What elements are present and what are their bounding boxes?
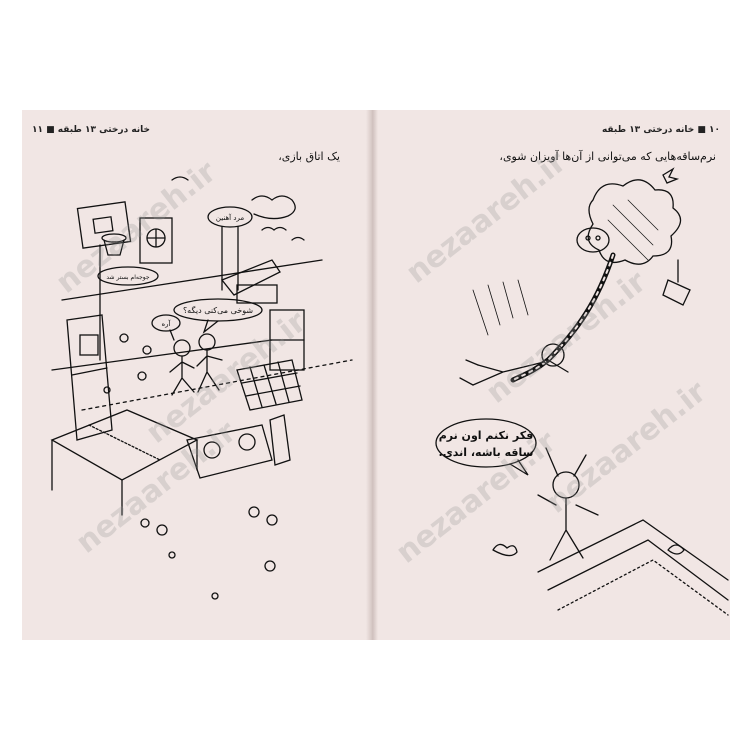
- left-caption: یک اتاق بازی،: [278, 150, 340, 163]
- left-running-head: خانه درختی ۱۳ طبقه ■ ۱۱: [32, 125, 151, 135]
- game-banner-label: جوجه‌ام بستر شد: [106, 274, 150, 281]
- book-gutter: [366, 110, 378, 640]
- left-page: مرد آهنین جوجه‌ام بستر شد شوخی می‌کنی دی…: [22, 110, 366, 640]
- right-page: فکر نکنم اون نرم ساقه باشه، اندی. ۱۰ ■ خ…: [378, 110, 730, 640]
- sign-label: مرد آهنین: [216, 213, 244, 222]
- bubble-line-2: ساقه باشه، اندی.: [439, 446, 534, 459]
- bubble-line-1: فکر نکنم اون نرم: [439, 429, 534, 442]
- hanging-stem-illustration: فکر نکنم اون نرم ساقه باشه، اندی.: [435, 167, 729, 616]
- playroom-illustration: مرد آهنین جوجه‌ام بستر شد شوخی می‌کنی دی…: [50, 176, 353, 600]
- bubble-answer: آره: [162, 319, 172, 328]
- book-spread: مرد آهنین جوجه‌ام بستر شد شوخی می‌کنی دی…: [22, 110, 730, 640]
- right-running-head: ۱۰ ■ خانه درختی ۱۳ طبقه: [601, 125, 720, 135]
- bubble-question: شوخی می‌کنی دیگه؟: [183, 305, 253, 315]
- right-caption: نرم‌ساقه‌هایی که می‌توانی از آن‌ها آویزا…: [499, 150, 716, 163]
